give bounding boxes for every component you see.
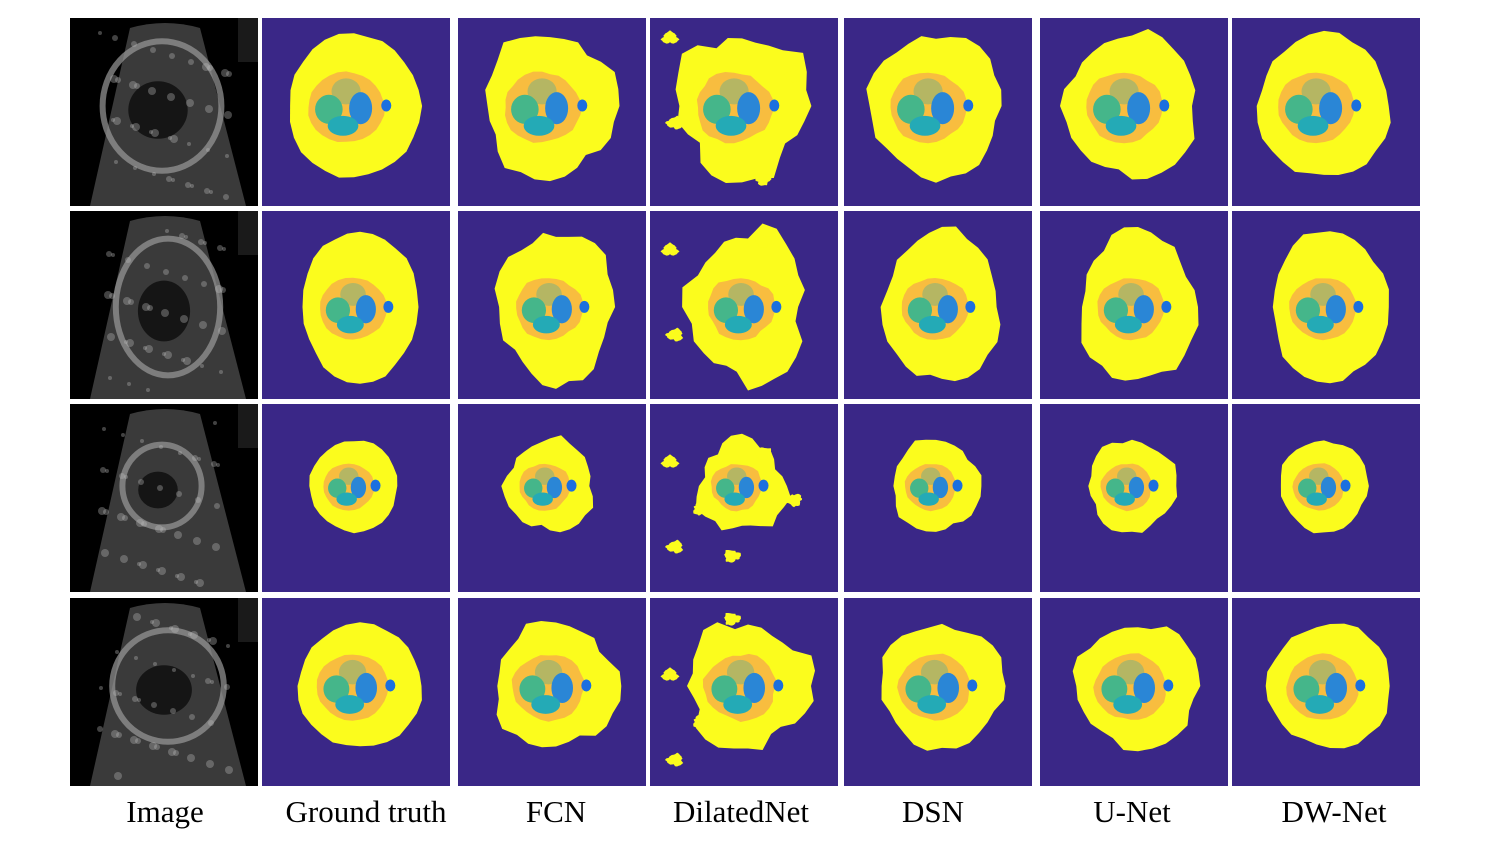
tile-image-row-1 bbox=[70, 18, 258, 206]
tile-dilatednet-row-1 bbox=[650, 18, 838, 206]
tile-u-net-row-2 bbox=[1040, 211, 1228, 399]
segmentation-mask-fcn-row-1 bbox=[458, 18, 646, 206]
tile-fcn-row-3 bbox=[458, 404, 646, 592]
segmentation-mask-dw-net-row-4 bbox=[1232, 598, 1420, 786]
caption-image: Image bbox=[126, 794, 204, 829]
tile-image-row-3 bbox=[70, 404, 258, 592]
segmentation-mask-u-net-row-4 bbox=[1040, 598, 1228, 786]
segmentation-mask-u-net-row-3 bbox=[1040, 404, 1228, 592]
tile-image-row-4 bbox=[70, 598, 258, 786]
caption-dsn: DSN bbox=[901, 794, 964, 829]
tile-image-row-2 bbox=[70, 211, 258, 399]
segmentation-mask-u-net-row-1 bbox=[1040, 18, 1228, 206]
caption-dilatednet: DilatedNet bbox=[672, 794, 809, 829]
tile-ground-truth-row-1 bbox=[262, 18, 450, 206]
ultrasound-image-image-row-4 bbox=[70, 598, 258, 786]
segmentation-mask-dsn-row-3 bbox=[844, 404, 1032, 592]
tile-ground-truth-row-2 bbox=[262, 211, 450, 399]
caption-fcn: FCN bbox=[525, 794, 587, 829]
tile-dilatednet-row-4 bbox=[650, 598, 838, 786]
tile-u-net-row-3 bbox=[1040, 404, 1228, 592]
segmentation-mask-dsn-row-4 bbox=[844, 598, 1032, 786]
segmentation-mask-dilatednet-row-3 bbox=[650, 404, 838, 592]
segmentation-mask-dilatednet-row-2 bbox=[650, 211, 838, 399]
tile-u-net-row-4 bbox=[1040, 598, 1228, 786]
ultrasound-image-image-row-1 bbox=[70, 18, 258, 206]
tile-dilatednet-row-2 bbox=[650, 211, 838, 399]
segmentation-mask-ground-truth-row-1 bbox=[262, 18, 450, 206]
segmentation-mask-ground-truth-row-3 bbox=[262, 404, 450, 592]
segmentation-mask-dilatednet-row-4 bbox=[650, 598, 838, 786]
tile-fcn-row-4 bbox=[458, 598, 646, 786]
tile-dsn-row-3 bbox=[844, 404, 1032, 592]
segmentation-mask-dw-net-row-1 bbox=[1232, 18, 1420, 206]
segmentation-mask-dsn-row-2 bbox=[844, 211, 1032, 399]
caption-u-net: U-Net bbox=[1093, 794, 1171, 829]
tile-fcn-row-1 bbox=[458, 18, 646, 206]
tile-dw-net-row-1 bbox=[1232, 18, 1420, 206]
segmentation-mask-fcn-row-4 bbox=[458, 598, 646, 786]
tile-dsn-row-4 bbox=[844, 598, 1032, 786]
tile-dw-net-row-3 bbox=[1232, 404, 1420, 592]
segmentation-mask-dilatednet-row-1 bbox=[650, 18, 838, 206]
caption-dw-net: DW-Net bbox=[1281, 794, 1387, 829]
segmentation-mask-u-net-row-2 bbox=[1040, 211, 1228, 399]
column-captions: Image Ground truth FCN DilatedNet DSN U-… bbox=[0, 790, 1500, 843]
segmentation-mask-fcn-row-2 bbox=[458, 211, 646, 399]
caption-ground-truth: Ground truth bbox=[285, 794, 447, 829]
tile-ground-truth-row-4 bbox=[262, 598, 450, 786]
tile-dilatednet-row-3 bbox=[650, 404, 838, 592]
tile-dw-net-row-2 bbox=[1232, 211, 1420, 399]
result-grid bbox=[70, 18, 1420, 786]
tile-dw-net-row-4 bbox=[1232, 598, 1420, 786]
segmentation-mask-fcn-row-3 bbox=[458, 404, 646, 592]
ultrasound-image-image-row-3 bbox=[70, 404, 258, 592]
tile-dsn-row-1 bbox=[844, 18, 1032, 206]
ultrasound-image-image-row-2 bbox=[70, 211, 258, 399]
tile-u-net-row-1 bbox=[1040, 18, 1228, 206]
segmentation-mask-dw-net-row-2 bbox=[1232, 211, 1420, 399]
segmentation-mask-dsn-row-1 bbox=[844, 18, 1032, 206]
tile-fcn-row-2 bbox=[458, 211, 646, 399]
segmentation-mask-ground-truth-row-4 bbox=[262, 598, 450, 786]
tile-dsn-row-2 bbox=[844, 211, 1032, 399]
tile-ground-truth-row-3 bbox=[262, 404, 450, 592]
segmentation-mask-ground-truth-row-2 bbox=[262, 211, 450, 399]
segmentation-mask-dw-net-row-3 bbox=[1232, 404, 1420, 592]
